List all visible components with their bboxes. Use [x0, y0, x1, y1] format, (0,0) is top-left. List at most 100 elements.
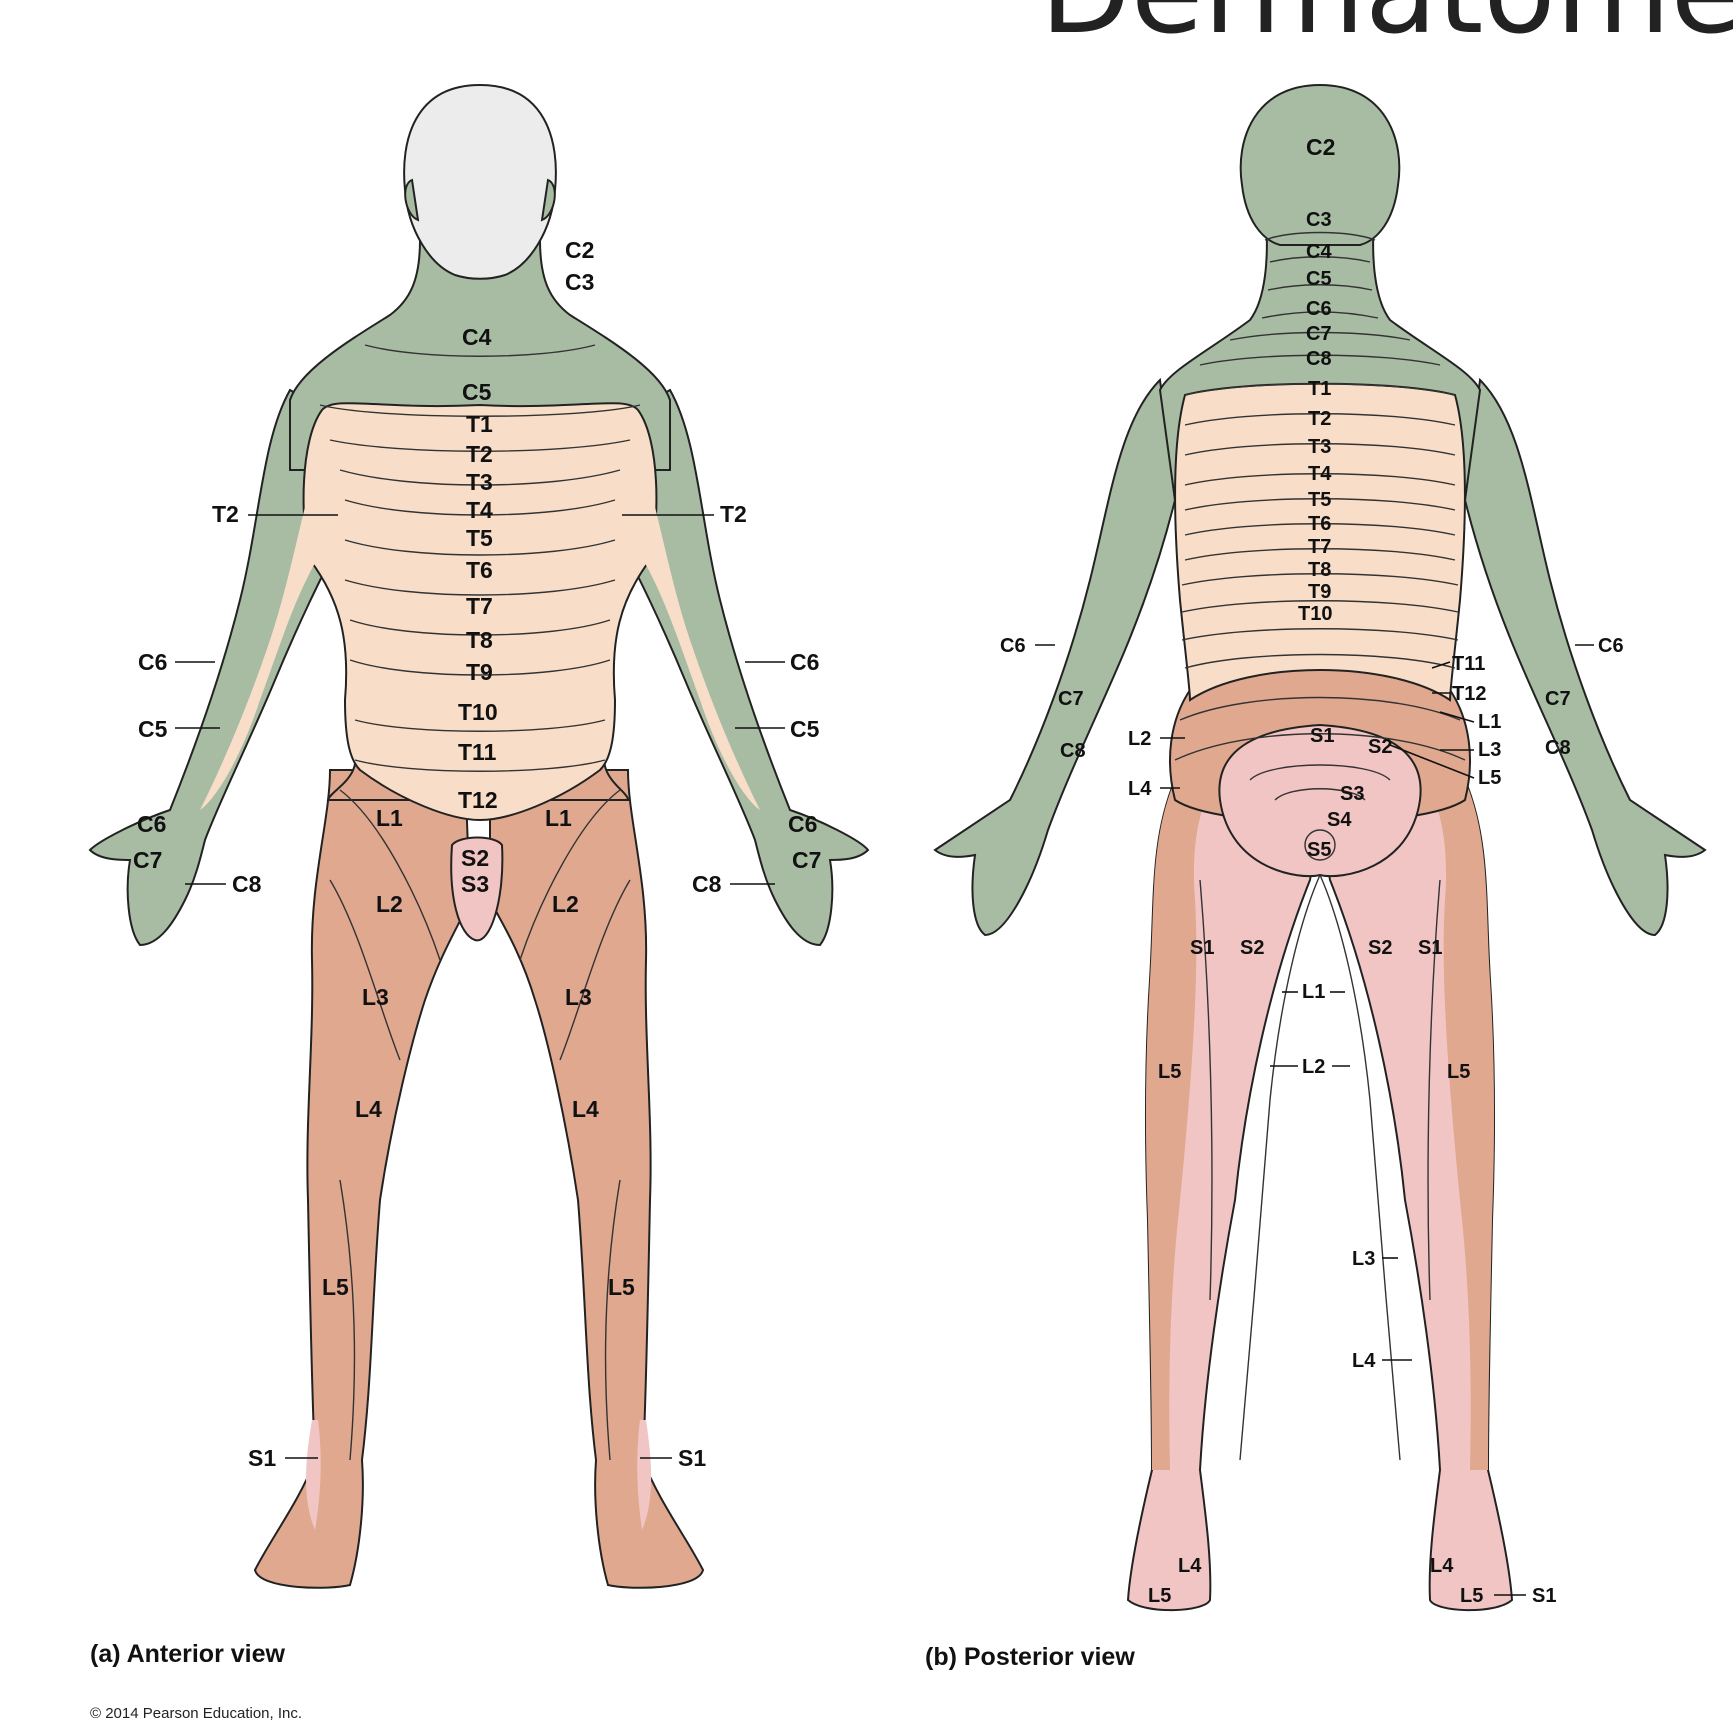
- label-ant-c3: C3: [565, 269, 594, 295]
- label-ant-c8-right: C8: [692, 871, 722, 897]
- label-ant-l4-right: L4: [572, 1096, 599, 1122]
- anterior-genitals: [450, 836, 504, 942]
- label-post-s1-thigh-left: S1: [1190, 937, 1214, 959]
- label-ant-t12: T12: [458, 787, 498, 813]
- label-ant-c5-right: C5: [790, 716, 820, 742]
- label-post-c7: C7: [1306, 323, 1332, 345]
- label-post-l4-calf: L4: [1352, 1350, 1376, 1372]
- label-post-l5: L5: [1478, 767, 1501, 789]
- anterior-s1-right: [637, 1420, 652, 1530]
- posterior-head: [1239, 83, 1401, 246]
- label-post-c6-left: C6: [1000, 635, 1026, 657]
- label-ant-c2: C2: [565, 237, 594, 263]
- label-post-t11: T11: [1452, 653, 1485, 675]
- label-post-c8-right: C8: [1545, 737, 1571, 759]
- label-ant-l1-right: L1: [545, 805, 572, 831]
- label-post-c7-right: C7: [1545, 688, 1571, 710]
- label-post-t9: T9: [1308, 581, 1331, 603]
- label-post-c5: C5: [1306, 268, 1332, 290]
- anterior-ear-left: [404, 178, 420, 222]
- label-ant-t9: T9: [466, 659, 493, 685]
- label-post-s1-thigh-right: S1: [1418, 937, 1442, 959]
- label-post-l5-foot-left: L5: [1148, 1585, 1171, 1607]
- anterior-caption: (a) Anterior view: [90, 1640, 285, 1668]
- label-ant-s3: S3: [461, 871, 489, 897]
- label-post-t4: T4: [1308, 463, 1332, 485]
- posterior-labels: C2 C3 C4 C5 C6 C7 C8 T1 T2 T3 T4 T5 T6 T…: [1000, 134, 1624, 1607]
- anterior-band-lines: [319, 344, 641, 1461]
- label-post-t8: T8: [1308, 559, 1331, 581]
- label-ant-l4-left: L4: [355, 1096, 382, 1122]
- label-post-s1-foot: S1: [1532, 1585, 1556, 1607]
- anterior-labels: C2 C3 C4 C5 T1 T2 T3 T4 T5 T6 T7 T8 T9 T…: [133, 237, 821, 1471]
- label-ant-l3-right: L3: [565, 984, 592, 1010]
- label-ant-c6-hand-left: C6: [137, 811, 166, 837]
- label-post-l3: L3: [1478, 739, 1501, 761]
- label-post-t5: T5: [1308, 489, 1331, 511]
- label-ant-c6-right: C6: [790, 649, 819, 675]
- label-ant-l1-left: L1: [376, 805, 403, 831]
- label-post-t1: T1: [1308, 378, 1331, 400]
- label-ant-t4: T4: [466, 497, 493, 523]
- label-post-t7: T7: [1308, 536, 1331, 558]
- label-post-c8-left: C8: [1060, 740, 1086, 762]
- label-ant-c5-left: C5: [138, 716, 168, 742]
- label-ant-l3-left: L3: [362, 984, 389, 1010]
- label-ant-t10: T10: [458, 699, 498, 725]
- label-post-t12: T12: [1452, 683, 1486, 705]
- label-post-s2-thigh-left: S2: [1240, 937, 1264, 959]
- label-ant-s1-right: S1: [678, 1445, 706, 1471]
- anterior-ear-right: [540, 178, 556, 222]
- posterior-sacral-buttocks: [1218, 723, 1422, 878]
- label-post-s1-top: S1: [1310, 725, 1334, 747]
- anterior-head: [403, 83, 557, 280]
- label-post-t3: T3: [1308, 436, 1331, 458]
- anterior-left-arm: [88, 388, 341, 947]
- label-post-l4-side: L4: [1128, 778, 1152, 800]
- label-post-c6-right: C6: [1598, 635, 1624, 657]
- label-ant-c5: C5: [462, 379, 492, 405]
- label-ant-t2: T2: [466, 441, 493, 467]
- label-ant-s1-left: S1: [248, 1445, 276, 1471]
- anterior-thorax: [302, 402, 658, 822]
- label-ant-l5-left: L5: [322, 1274, 349, 1300]
- label-post-c4: C4: [1306, 241, 1332, 263]
- label-ant-c7-hand-right: C7: [792, 847, 821, 873]
- label-ant-c8-left: C8: [232, 871, 262, 897]
- label-ant-t2-left: T2: [212, 501, 239, 527]
- label-ant-s2: S2: [461, 845, 489, 871]
- label-post-l2-thigh: L2: [1302, 1056, 1325, 1078]
- anterior-right-arm: [619, 388, 870, 947]
- label-post-t2: T2: [1308, 408, 1331, 430]
- label-post-s2-thigh-right: S2: [1368, 937, 1392, 959]
- posterior-caption: (b) Posterior view: [925, 1643, 1135, 1671]
- label-post-l5-left: L5: [1158, 1061, 1181, 1083]
- copyright-notice: © 2014 Pearson Education, Inc.: [90, 1705, 303, 1722]
- label-post-c6: C6: [1306, 298, 1332, 320]
- label-post-l5-foot-right: L5: [1460, 1585, 1483, 1607]
- posterior-body: [933, 83, 1707, 1612]
- label-post-s5: S5: [1307, 839, 1331, 861]
- label-post-c2: C2: [1306, 134, 1335, 160]
- anterior-arm-strip-right: [630, 470, 760, 810]
- label-post-t6: T6: [1308, 513, 1331, 535]
- posterior-left-arm: [933, 377, 1177, 937]
- posterior-right-arm: [1463, 377, 1707, 937]
- label-ant-t3: T3: [466, 469, 493, 495]
- label-post-t10: T10: [1298, 603, 1332, 625]
- label-ant-t2-right: T2: [720, 501, 747, 527]
- label-post-c7-left: C7: [1058, 688, 1084, 710]
- label-ant-c4: C4: [462, 324, 492, 350]
- label-ant-l5-right: L5: [608, 1274, 635, 1300]
- label-ant-t8: T8: [466, 627, 493, 653]
- anterior-body: [88, 83, 870, 1589]
- label-post-s4: S4: [1327, 809, 1352, 831]
- posterior-l5-left: [1145, 780, 1210, 1470]
- label-post-l4-foot-left: L4: [1178, 1555, 1202, 1577]
- label-post-l1: L1: [1478, 711, 1501, 733]
- slide-title: Dermatomes: [1040, 0, 1733, 60]
- label-ant-c7-hand-left: C7: [133, 847, 162, 873]
- label-post-l5-right: L5: [1447, 1061, 1470, 1083]
- label-post-c8: C8: [1306, 348, 1332, 370]
